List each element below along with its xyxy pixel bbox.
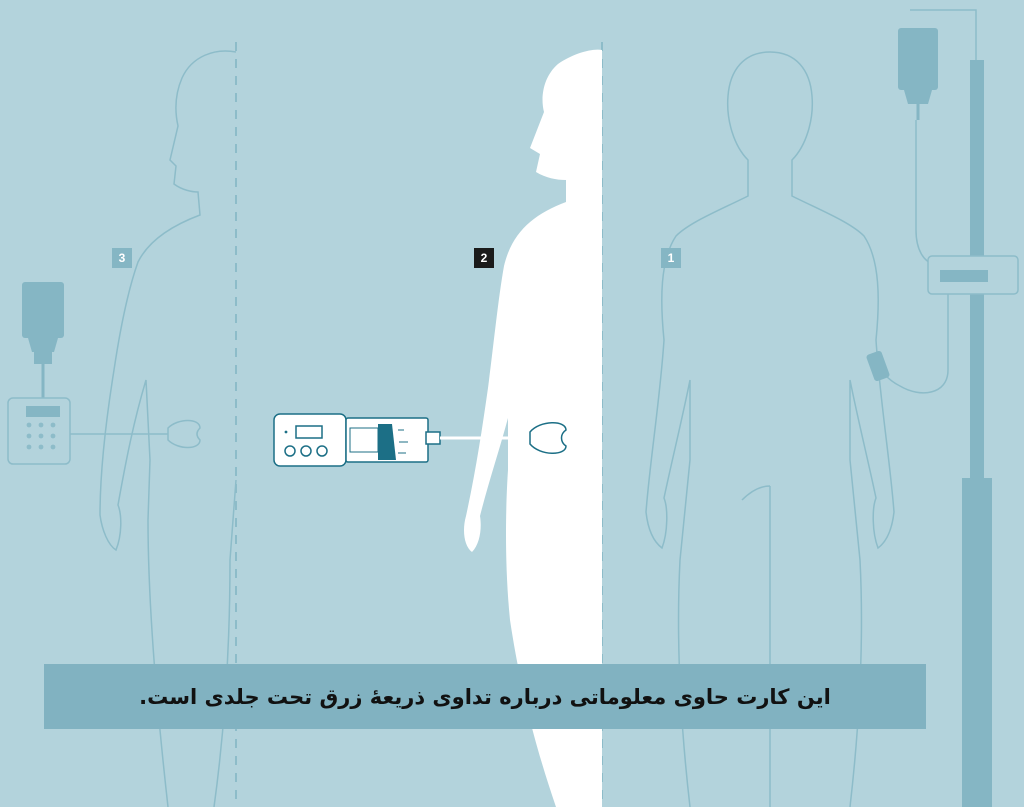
panel-number-2: 2 <box>474 248 494 268</box>
caption-text: این کارت حاوی معلوماتی درباره تداوی ذریع… <box>139 685 831 709</box>
bag-pump-device <box>8 282 200 464</box>
panel-number-3: 3 <box>112 248 132 268</box>
caption-bar: این کارت حاوی معلوماتی درباره تداوی ذریع… <box>44 664 926 729</box>
panel-number-1: 1 <box>661 248 681 268</box>
